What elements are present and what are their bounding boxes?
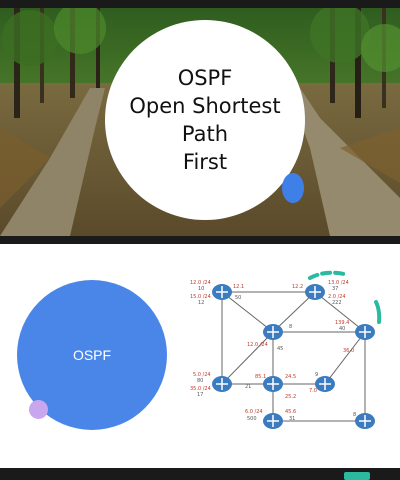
label-r8-a: 6.0 /24 <box>245 409 263 415</box>
label-r1-d: 12 <box>198 300 204 306</box>
label-r5-b: 21 <box>245 384 251 390</box>
router-icon <box>212 284 232 300</box>
purple-accent-dot <box>29 400 48 419</box>
label-r7-a: 139.4 <box>335 320 349 326</box>
title-slide: OSPF Open Shortest Path First <box>0 8 400 236</box>
label-r4-c: 35.0 /24 <box>190 386 211 392</box>
label-r1-c: 15.0 /24 <box>190 294 211 300</box>
blue-accent-dot <box>282 173 304 203</box>
label-r8-d: 31 <box>289 416 295 422</box>
label-r7-b: 40 <box>339 326 345 332</box>
label-r6-b: 7.0 <box>309 388 317 394</box>
label-r4-a: 5.0 /24 <box>193 372 211 378</box>
label-r1-r2-b: 50 <box>235 295 241 301</box>
label-r2-c: 37 <box>332 286 338 292</box>
label-r2-d: 2.0 /24 <box>328 294 346 300</box>
label-r8-b: 500 <box>247 416 257 422</box>
label-r1-a: 12.0 /24 <box>190 280 211 286</box>
diagram-slide: OSPF <box>0 244 400 468</box>
routers <box>212 284 375 429</box>
router-icon <box>263 324 283 340</box>
label-r3-b: 12.0 /24 <box>247 342 268 348</box>
router-icon <box>355 324 375 340</box>
router-icon <box>315 376 335 392</box>
label-r2-e: 222 <box>332 300 342 306</box>
teal-accent-bar <box>344 472 370 480</box>
slide-title: OSPF Open Shortest Path First <box>110 64 300 176</box>
title-line-1: OSPF <box>177 66 233 90</box>
label-r5-d: 25.2 <box>285 394 296 400</box>
label-r1-r2-a: 12.1 <box>233 284 244 290</box>
label-r5-c: 24.5 <box>285 374 296 380</box>
network-topology-diagram: 12.0 /24 10 15.0 /24 12 12.1 50 12.2 13.… <box>190 280 375 429</box>
label-r2-b: 13.0 /24 <box>328 280 349 286</box>
label-r2-a: 12.2 <box>292 284 303 290</box>
title-line-2: Open Shortest Path <box>129 94 281 146</box>
label-r4-b: 80 <box>197 378 203 384</box>
label-r8-c: 45.6 <box>285 409 296 415</box>
label-r5-a: 85.1 <box>255 374 266 380</box>
label-r9-a: 8 <box>353 412 356 418</box>
router-icon <box>263 413 283 429</box>
label-r7-c: 36.0 <box>343 348 354 354</box>
label-r3-a: 8 <box>289 324 292 330</box>
label-r6-a: 9 <box>315 372 318 378</box>
label-r4-d: 17 <box>197 392 203 398</box>
ospf-circle-label: OSPF <box>72 347 112 363</box>
label-r1-b: 10 <box>198 286 204 292</box>
teal-accent-strokes <box>308 270 382 324</box>
label-r3-c: 45 <box>277 346 283 352</box>
router-icon <box>263 376 283 392</box>
router-icon <box>212 376 232 392</box>
title-line-3: First <box>182 150 228 174</box>
title-circle: OSPF Open Shortest Path First <box>105 20 305 220</box>
router-icon <box>355 413 375 429</box>
router-icon <box>305 284 325 300</box>
